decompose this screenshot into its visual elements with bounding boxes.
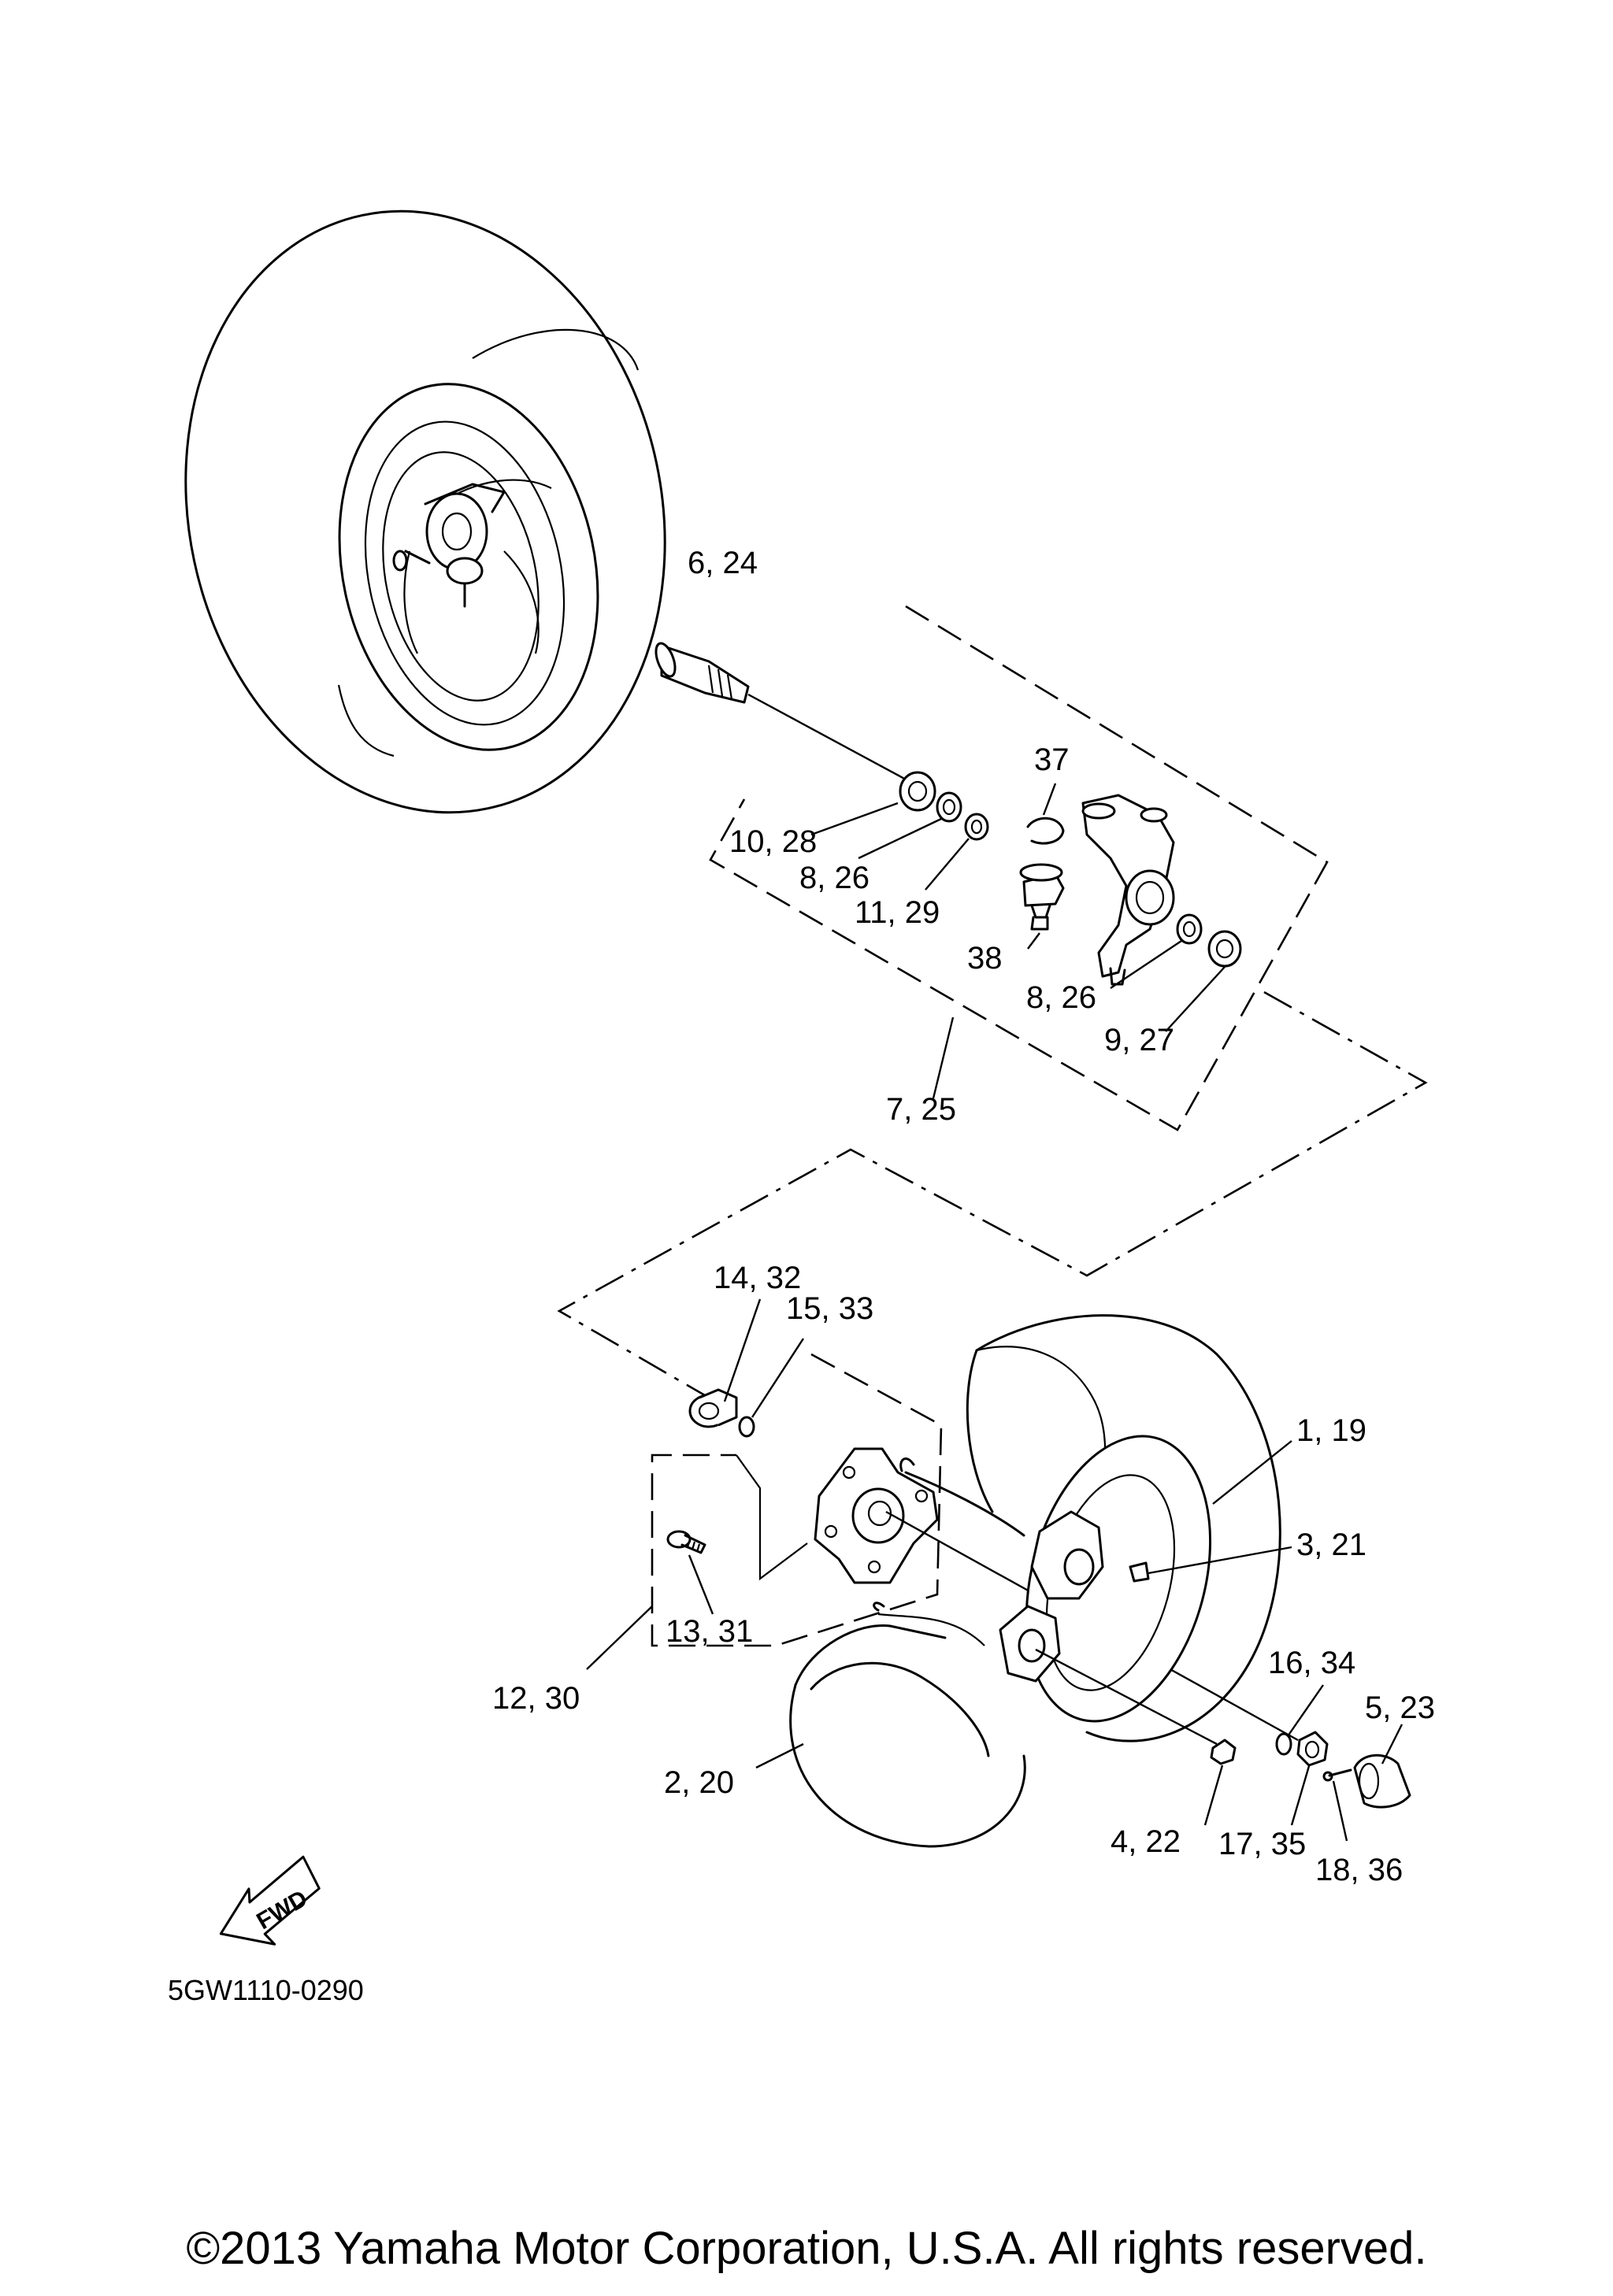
bolt-13-31 — [666, 1530, 714, 1615]
wheel-hub — [814, 1447, 1299, 1742]
bearing-8-26-a — [858, 791, 962, 860]
callout-37: 37 — [1034, 742, 1070, 777]
o-ring-15-33 — [738, 1338, 805, 1438]
hub-subassembly-boundary — [586, 1353, 943, 1670]
copyright-notice: ©2013 Yamaha Motor Corporation, U.S.A. A… — [186, 2223, 1426, 2274]
phantom-connection-line — [557, 991, 1428, 1399]
callout-15-33: 15, 33 — [786, 1291, 873, 1326]
axle-spindle — [654, 642, 918, 787]
cap-5-23 — [1353, 1724, 1411, 1809]
oil-seal-9-27 — [1165, 930, 1242, 1032]
callout-18-36: 18, 36 — [1315, 1853, 1403, 1887]
forward-direction-arrow: FWD — [219, 1855, 321, 1946]
steering-knuckle — [1081, 794, 1175, 986]
callout-9-27: 9, 27 — [1104, 1023, 1174, 1057]
callout-3-21: 3, 21 — [1296, 1528, 1366, 1562]
callout-11-29: 11, 29 — [855, 895, 940, 930]
collar-14-32 — [688, 1298, 762, 1428]
ball-joint-38 — [1019, 863, 1065, 950]
washer-16-34 — [1275, 1684, 1324, 1756]
callout-38: 38 — [967, 941, 1003, 976]
callout-2-20: 2, 20 — [664, 1765, 734, 1800]
callout-12-30: 12, 30 — [492, 1681, 580, 1716]
cotter-pin-18-36 — [1322, 1768, 1352, 1842]
callout-8-26-a: 8, 26 — [799, 861, 870, 895]
callout-10-28: 10, 28 — [729, 824, 817, 859]
nut-4-22 — [1203, 1739, 1237, 1826]
spacer-11-29 — [925, 813, 989, 891]
callout-1-19: 1, 19 — [1296, 1413, 1366, 1448]
nut-17-35 — [1290, 1731, 1329, 1826]
knuckle-assembly-boundary — [709, 605, 1329, 1131]
exploded-tire-and-rim — [755, 1314, 1292, 1848]
oil-seal-10-28 — [810, 771, 936, 836]
callout-14-32: 14, 32 — [714, 1261, 801, 1295]
assembled-wheel-illustration — [184, 209, 666, 814]
callout-5-23: 5, 23 — [1365, 1691, 1435, 1725]
bearing-8-26-b — [1110, 913, 1203, 989]
diagram-code: 5GW1110-0290 — [168, 1974, 364, 2006]
callout-4-22: 4, 22 — [1111, 1824, 1181, 1859]
circlip-37 — [1026, 783, 1065, 845]
callout-17-35: 17, 35 — [1218, 1827, 1306, 1861]
callout-labels: 6, 24 37 10, 28 8, 26 11, 29 38 8, 26 9,… — [492, 546, 1435, 1887]
callout-6-24: 6, 24 — [688, 546, 758, 580]
callout-16-34: 16, 34 — [1268, 1646, 1355, 1680]
callout-13-31: 13, 31 — [666, 1614, 753, 1649]
callout-8-26-b: 8, 26 — [1026, 980, 1096, 1015]
callout-7-25: 7, 25 — [886, 1092, 956, 1127]
